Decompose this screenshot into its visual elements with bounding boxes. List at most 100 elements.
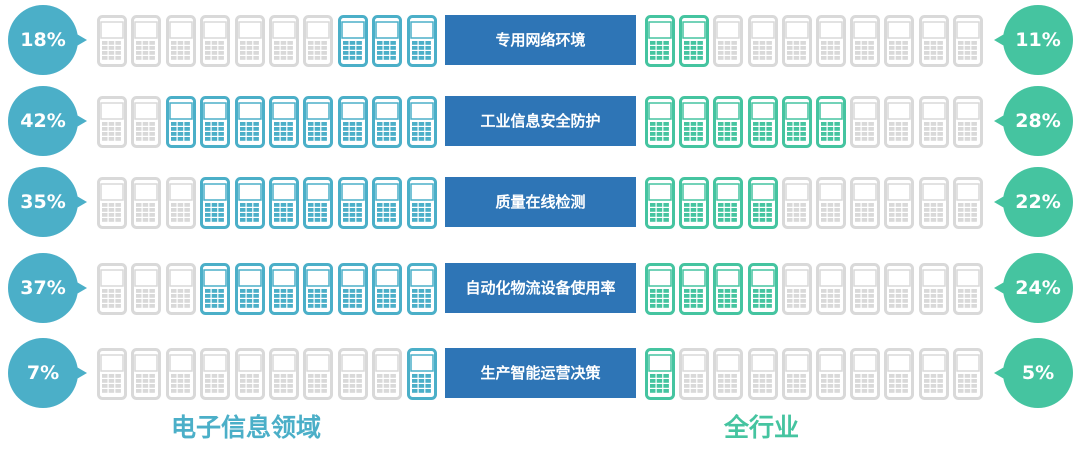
left-percent-label: 18% — [8, 5, 87, 75]
category-label: 生产智能运营决策 — [445, 348, 636, 398]
phone-icon-empty — [131, 177, 162, 229]
phone-icon-filled — [303, 96, 334, 148]
phone-icon-empty — [918, 96, 949, 148]
phone-icon-filled — [645, 263, 675, 315]
right-percent-label: 28% — [994, 86, 1073, 156]
phone-icon-empty — [165, 263, 196, 315]
phone-icon-empty — [781, 263, 812, 315]
phone-icon-filled — [234, 263, 265, 315]
phone-icon-empty — [850, 96, 881, 148]
phone-icon-empty — [97, 96, 127, 148]
phone-icon-empty — [234, 15, 265, 67]
phone-icon-filled — [406, 348, 437, 400]
phone-icon-empty — [303, 15, 334, 67]
phone-icon-empty — [372, 348, 403, 400]
phone-icon-empty — [918, 177, 949, 229]
phone-icon-empty — [131, 263, 162, 315]
series-label-electronics: 电子信息领域 — [171, 413, 322, 442]
phone-icon-filled — [200, 177, 231, 229]
phone-icon-empty — [303, 348, 334, 400]
phone-icon-filled — [269, 96, 299, 148]
phone-icon-empty — [781, 177, 812, 229]
phone-icon-empty — [884, 96, 915, 148]
category-label: 专用网络环境 — [445, 15, 636, 65]
phone-icon-empty — [97, 177, 127, 229]
phone-icon-empty — [884, 263, 915, 315]
chart-row: 35% 质量在线检测 22% — [0, 167, 1080, 237]
phone-icon-filled — [234, 96, 265, 148]
phone-icon-filled — [645, 177, 675, 229]
phone-icon-empty — [165, 15, 196, 67]
phone-icon-filled — [679, 177, 710, 229]
phone-icon-filled — [337, 177, 368, 229]
phone-icon-empty — [200, 348, 231, 400]
right-percent-label: 22% — [994, 167, 1073, 237]
phone-icon-empty — [918, 15, 949, 67]
phone-icon-empty — [97, 348, 127, 400]
phone-icon-empty — [884, 177, 915, 229]
phone-icon-empty — [200, 15, 231, 67]
phone-icon-empty — [952, 348, 983, 400]
right-percent-label: 24% — [994, 253, 1073, 323]
phone-icon-filled — [372, 263, 403, 315]
phone-icon-empty — [269, 15, 299, 67]
chart-row: 18% 专用网络环境 11% — [0, 5, 1080, 75]
left-percent-label: 35% — [8, 167, 87, 237]
phone-icon-filled — [713, 263, 744, 315]
phone-icon-empty — [97, 15, 127, 67]
chart-row: 37% 自动化物流设备使用率 24% — [0, 253, 1080, 323]
phone-icon-empty — [816, 348, 846, 400]
phone-icon-empty — [165, 177, 196, 229]
phone-icon-filled — [200, 96, 231, 148]
phone-icon-empty — [781, 348, 812, 400]
phone-icon-filled — [406, 177, 437, 229]
phone-icon-empty — [952, 177, 983, 229]
category-label: 工业信息安全防护 — [445, 96, 636, 146]
phone-icon-empty — [747, 15, 778, 67]
phone-icon-filled — [337, 263, 368, 315]
chart-row: 7% 生产智能运营决策 5% — [0, 338, 1080, 408]
phone-icon-empty — [234, 348, 265, 400]
phone-icon-filled — [816, 96, 846, 148]
phone-icon-filled — [372, 177, 403, 229]
phone-icon-filled — [747, 177, 778, 229]
phone-icon-empty — [713, 15, 744, 67]
phone-icon-empty — [337, 348, 368, 400]
phone-icon-filled — [406, 15, 437, 67]
phone-icon-filled — [406, 263, 437, 315]
phone-icon-empty — [747, 348, 778, 400]
phone-icon-empty — [131, 96, 162, 148]
phone-icon-filled — [679, 15, 710, 67]
phone-icon-filled — [269, 263, 299, 315]
chart-row: 42% 工业信息安全防护 28% — [0, 86, 1080, 156]
phone-icon-filled — [269, 177, 299, 229]
phone-icon-empty — [952, 263, 983, 315]
phone-icon-filled — [645, 15, 675, 67]
phone-icon-empty — [269, 348, 299, 400]
category-label: 自动化物流设备使用率 — [445, 263, 636, 313]
phone-icon-empty — [952, 96, 983, 148]
phone-icon-filled — [303, 263, 334, 315]
phone-icon-filled — [645, 348, 675, 400]
phone-icon-filled — [303, 177, 334, 229]
phone-icon-empty — [713, 348, 744, 400]
phone-icon-empty — [131, 15, 162, 67]
phone-icon-empty — [131, 348, 162, 400]
phone-icon-filled — [713, 177, 744, 229]
right-percent-label: 11% — [994, 5, 1073, 75]
phone-icon-filled — [200, 263, 231, 315]
phone-icon-empty — [850, 348, 881, 400]
phone-icon-filled — [406, 96, 437, 148]
phone-icon-empty — [165, 348, 196, 400]
phone-icon-empty — [918, 263, 949, 315]
phone-icon-empty — [884, 15, 915, 67]
phone-icon-filled — [781, 96, 812, 148]
series-label-all-industries: 全行业 — [724, 413, 800, 442]
left-percent-label: 7% — [8, 338, 87, 408]
category-label: 质量在线检测 — [445, 177, 636, 227]
phone-icon-filled — [713, 96, 744, 148]
left-percent-label: 42% — [8, 86, 87, 156]
phone-icon-empty — [816, 177, 846, 229]
phone-icon-filled — [645, 96, 675, 148]
phone-icon-filled — [372, 15, 403, 67]
